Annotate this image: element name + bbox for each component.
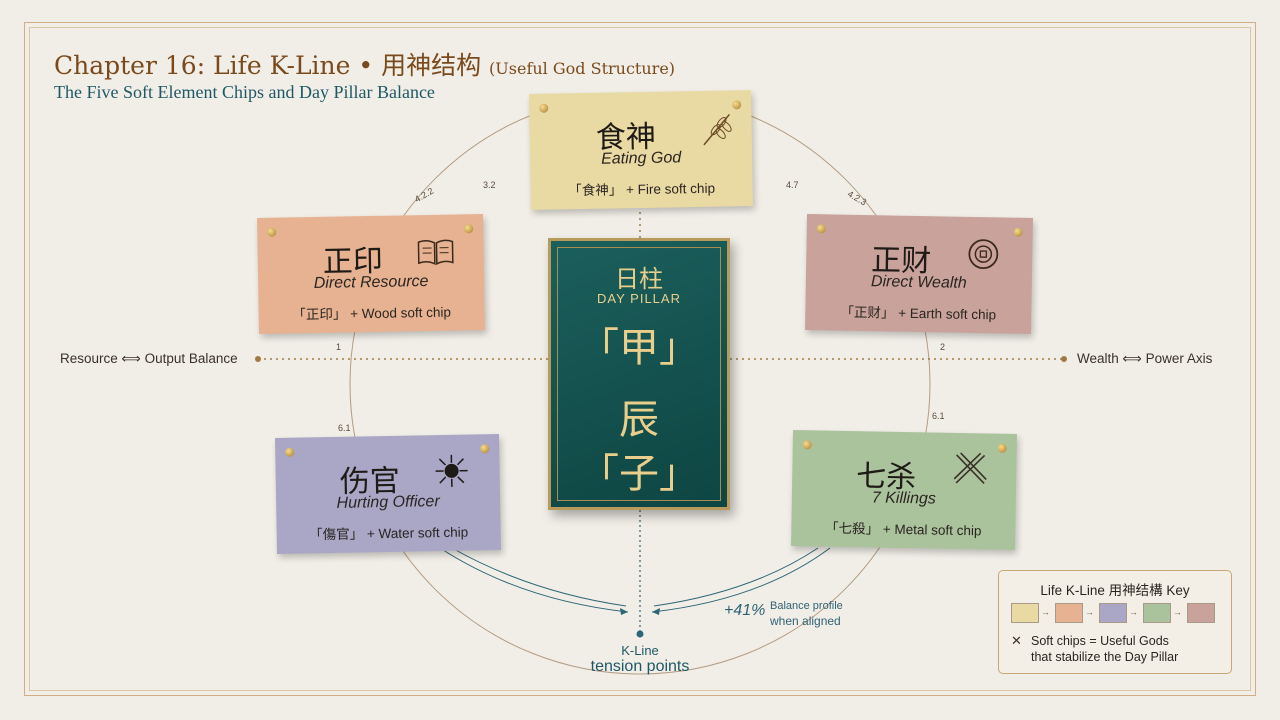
legend-note: Soft chips = Useful Gods that stabilize …: [1031, 633, 1178, 665]
day-pillar-stem: 「甲」: [579, 325, 699, 371]
annotation-line-1: Balance profile: [770, 600, 843, 612]
direct-wealth-chip: 「正财」 + Earth soft chip: [840, 304, 997, 323]
annotation-percent: +41%: [724, 602, 766, 619]
crossed-swords-icon: [953, 452, 987, 484]
right-curve-2: [653, 547, 819, 607]
legend-note-1: Soft chips = Useful Gods: [1031, 634, 1169, 648]
num-label: 6.1: [932, 411, 945, 421]
right-axis-label: Wealth ⟺ Power Axis: [1077, 351, 1213, 366]
card-direct-resource: 正印 Direct Resource 「正印」 + Wood soft chip: [257, 214, 485, 334]
hurting-officer-en: Hurting Officer: [336, 493, 440, 512]
legend-title: Life K-Line 用神结構 Key: [1040, 583, 1190, 598]
left-curve-2: [451, 547, 627, 607]
kline-label-1: K-Line: [621, 643, 659, 658]
legend-note-2: that stabilize the Day Pillar: [1031, 650, 1179, 664]
legend-key: Life K-Line 用神结構 Key → → → → ✕ Soft chip…: [998, 570, 1232, 674]
left-axis-dot: [255, 356, 261, 362]
kline-label-2: tension points: [590, 658, 690, 675]
arrow-icon: →: [1129, 607, 1138, 617]
coin-icon: [968, 239, 999, 270]
arrow-icon: →: [1173, 607, 1182, 617]
legend-swatch-2: [1055, 603, 1083, 623]
inner-frame: [29, 27, 1251, 691]
seven-killings-chip: 「七殺」 + Metal soft chip: [824, 520, 982, 539]
eating-god-chip: 「食神」 + Fire soft chip: [568, 180, 716, 199]
page-title: Chapter 16: Life K-Line • 用神结构 (Useful G…: [54, 46, 675, 82]
direct-resource-en: Direct Resource: [313, 272, 429, 292]
outer-frame: [24, 22, 1256, 696]
title-note: (Useful God Structure): [489, 59, 676, 78]
left-curve-1: [439, 547, 629, 613]
num-label: 6.1: [338, 423, 351, 433]
num-label: 1: [336, 342, 342, 352]
right-curve-1: [651, 547, 831, 613]
direct-wealth-en: Direct Wealth: [870, 273, 967, 292]
legend-swatch-1: [1011, 603, 1039, 623]
card-seven-killings: 七杀 7 Killings 「七殺」 + Metal soft chip: [791, 430, 1017, 550]
legend-swatch-4: [1143, 603, 1171, 623]
arrow-icon: →: [1041, 607, 1050, 617]
num-label: 2: [940, 342, 946, 352]
wheat-icon: [703, 113, 732, 146]
day-pillar-zh: 日柱: [615, 265, 663, 293]
splatter-icon: [435, 454, 468, 487]
day-pillar: 日柱 DAY PILLAR 「甲」 辰 「子」: [548, 238, 730, 510]
arrow-icon: →: [1085, 607, 1094, 617]
book-icon: [417, 239, 454, 266]
kline-label: K-Line tension points: [570, 643, 710, 676]
cross-icon: ✕: [1011, 633, 1022, 648]
num-label: 3.2: [483, 180, 496, 190]
legend-swatch-5: [1187, 603, 1215, 623]
left-axis-label: Resource ⟺ Output Balance: [60, 351, 238, 366]
kline-dot: [636, 630, 644, 638]
eating-god-en: Eating God: [600, 149, 682, 168]
seven-killings-en: 7 Killings: [871, 489, 937, 508]
right-axis-dot: [1061, 356, 1067, 362]
day-pillar-branch-2: 「子」: [579, 451, 699, 497]
page-subtitle: The Five Soft Element Chips and Day Pill…: [54, 82, 435, 102]
card-hurting-officer: 伤官 Hurting Officer 「傷官」 + Water soft chi…: [275, 434, 501, 554]
annotation-line-2: when aligned: [770, 614, 841, 628]
day-pillar-en: DAY PILLAR: [597, 291, 681, 306]
title-text: Chapter 16: Life K-Line • 用神结构: [54, 51, 482, 80]
legend-swatch-3: [1099, 603, 1127, 623]
card-direct-wealth: 正财 Direct Wealth 「正财」 + Earth soft chip: [805, 214, 1033, 334]
day-pillar-branch-1: 辰: [619, 397, 659, 443]
direct-resource-chip: 「正印」 + Wood soft chip: [292, 304, 452, 323]
card-eating-god: 食神 Eating God 「食神」 + Fire soft chip: [529, 90, 753, 210]
hurting-officer-chip: 「傷官」 + Water soft chip: [309, 524, 469, 543]
num-label: 4.7: [786, 180, 799, 190]
